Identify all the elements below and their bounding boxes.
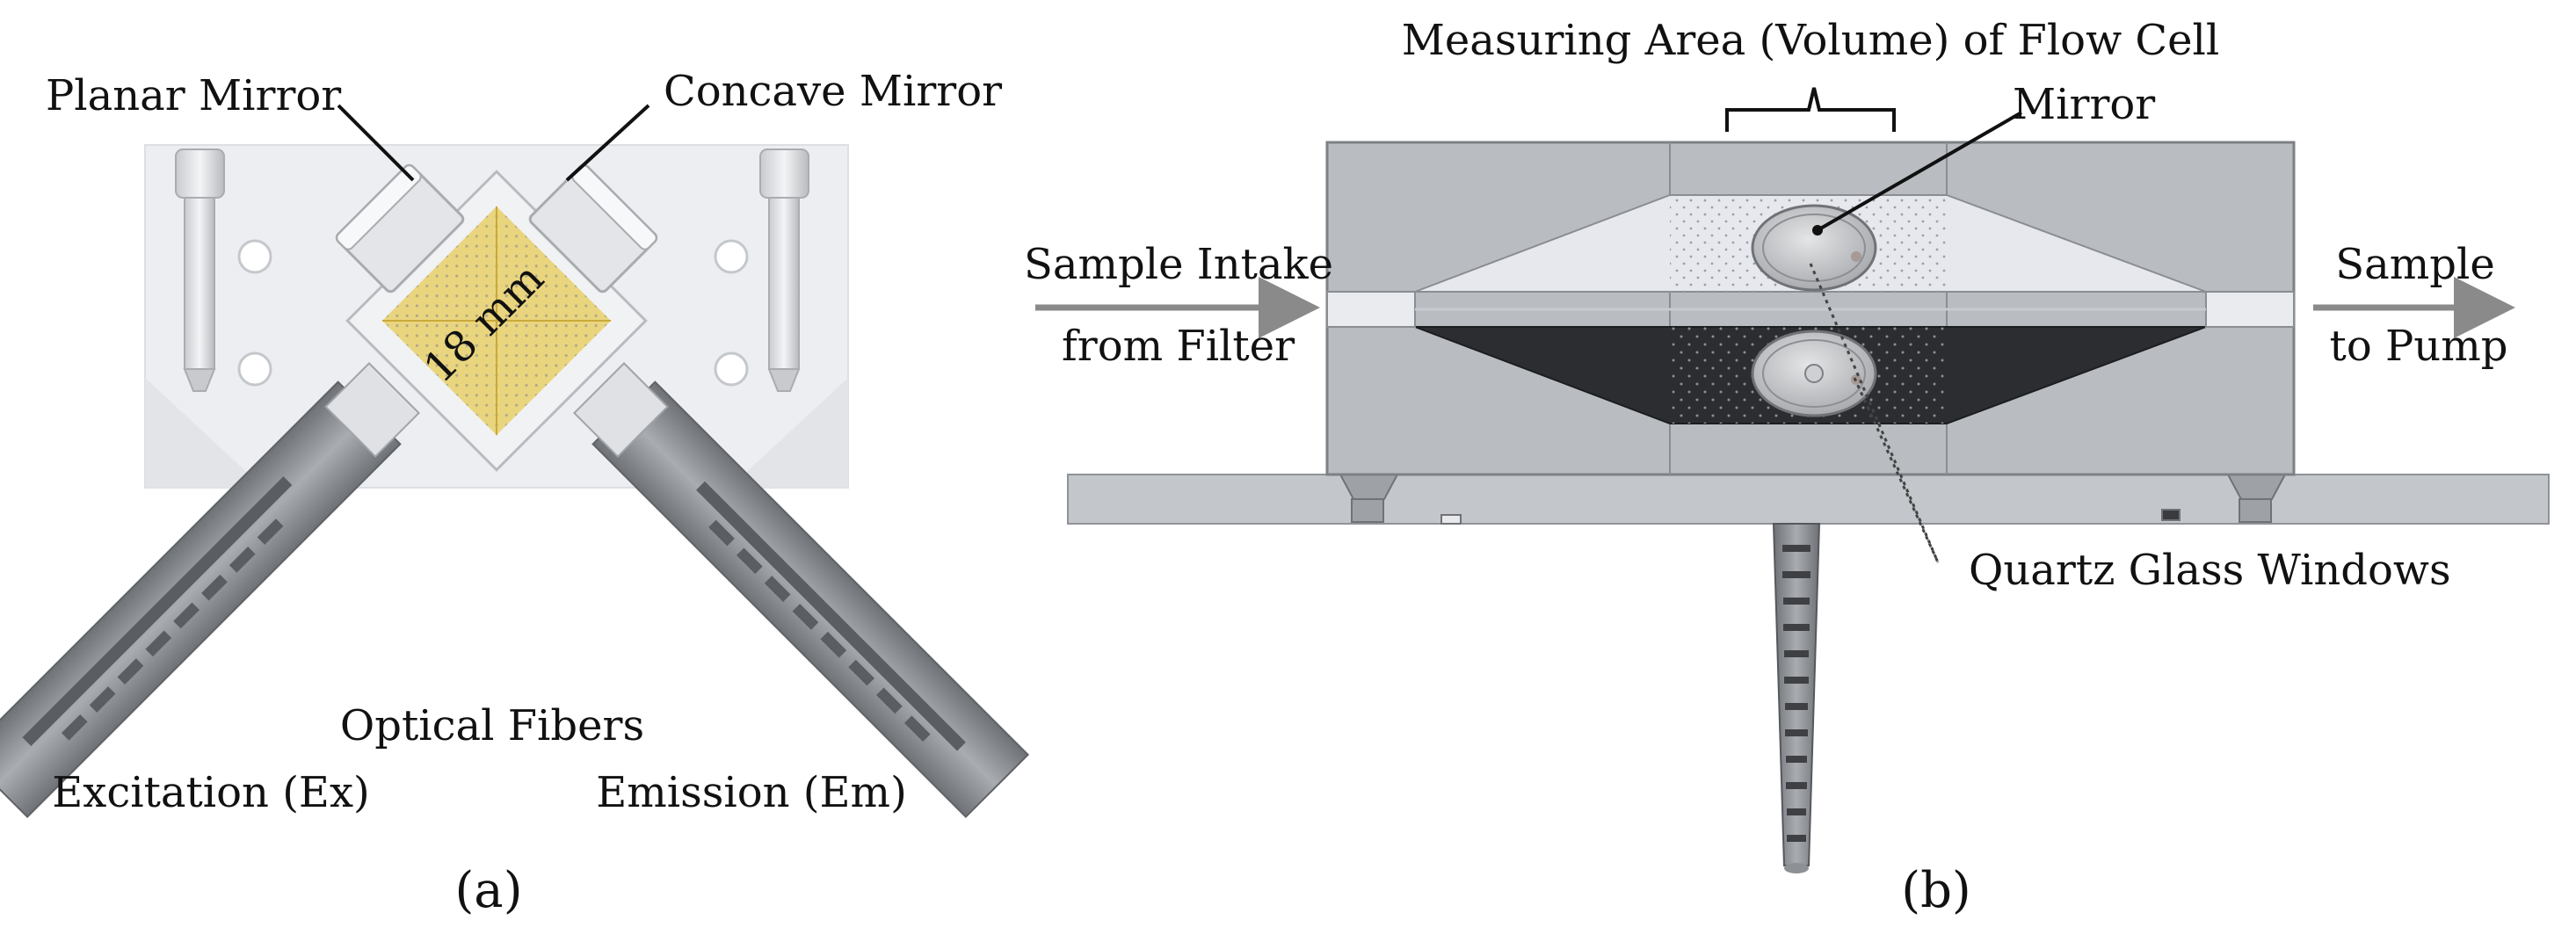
outlet-channel xyxy=(2205,291,2295,328)
mirror-disc xyxy=(1751,204,1877,292)
planar-mirror-label: Planar Mirror xyxy=(46,71,341,120)
excitation-fiber xyxy=(0,362,420,819)
mirror-label: Mirror xyxy=(2013,80,2155,129)
concave-mirror-leader xyxy=(565,104,650,182)
quartz-leader-1 xyxy=(1809,263,1940,563)
left-bolt xyxy=(175,149,225,392)
emission-fiber xyxy=(573,362,1030,819)
measuring-area-label: Measuring Area (Volume) of Flow Cell xyxy=(1402,16,2220,65)
measuring-area-brace xyxy=(1725,87,1896,132)
quartz-window-disc xyxy=(1751,330,1877,417)
mount-hole xyxy=(714,351,749,387)
quartz-leader-2 xyxy=(1853,377,1940,563)
excitation-label: Excitation (Ex) xyxy=(52,768,370,817)
panel-a-caption: (a) xyxy=(454,862,522,919)
panel-b-caption: (b) xyxy=(1901,862,1971,919)
panel-a: Planar Mirror Concave Mirror 18 mm Optic… xyxy=(0,67,1030,942)
from-filter-label: from Filter xyxy=(1062,322,1295,371)
fiber-probe xyxy=(1772,523,1821,873)
inlet-channel xyxy=(1326,291,1416,328)
quartz-label: Quartz Glass Windows xyxy=(1969,546,2451,595)
planar-mirror-leader xyxy=(337,104,415,182)
panel-b: Measuring Area (Volume) of Flow Cell Mir… xyxy=(1024,16,2550,919)
concave-mirror-label: Concave Mirror xyxy=(664,67,1002,116)
mount-hole xyxy=(237,351,272,387)
base-plate xyxy=(1067,474,2550,525)
mirror-leader xyxy=(1816,111,2023,232)
mount-hole xyxy=(237,239,272,274)
planar-mirror xyxy=(335,163,465,293)
cell-feet xyxy=(1339,474,2287,525)
sample-intake-label: Sample Intake xyxy=(1024,240,1333,289)
right-bolt xyxy=(759,149,809,392)
sample-out-label: Sample xyxy=(2335,240,2495,289)
plate-shading-right xyxy=(729,378,848,488)
emission-label: Emission (Em) xyxy=(596,768,907,817)
mount-hole xyxy=(714,239,749,274)
plate-shading xyxy=(145,378,264,488)
concave-mirror xyxy=(528,163,658,293)
optical-fibers-label: Optical Fibers xyxy=(340,701,644,750)
to-pump-label: to Pump xyxy=(2330,322,2508,371)
